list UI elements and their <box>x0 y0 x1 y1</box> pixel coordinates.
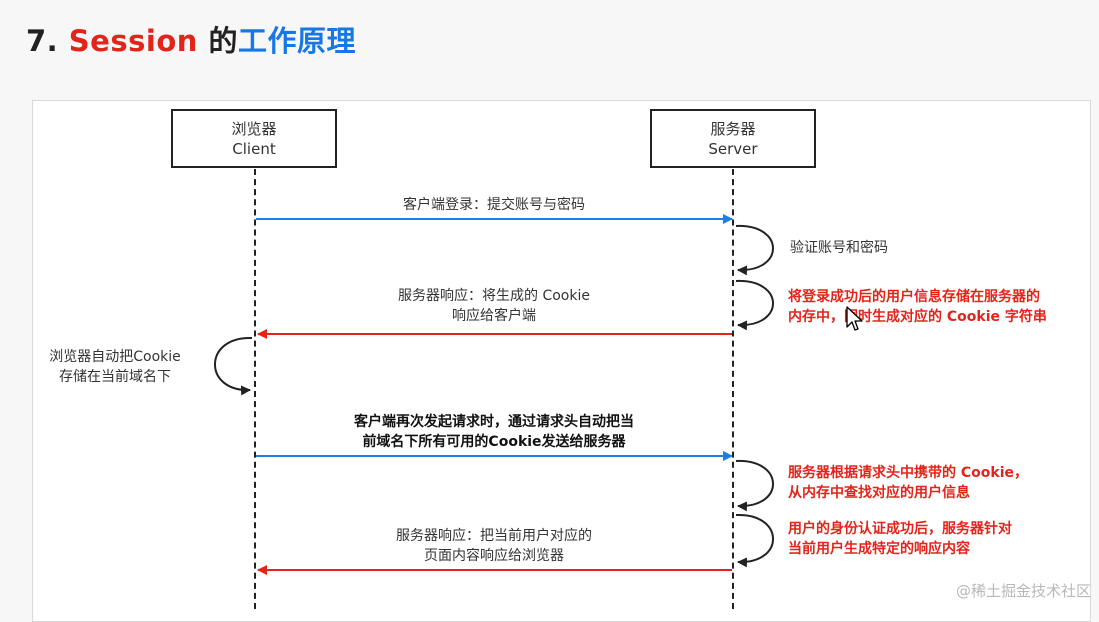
mouse-cursor-icon <box>846 306 863 331</box>
server-role: Server <box>708 140 758 158</box>
server-name: 服务器 <box>710 120 756 138</box>
response1-line2: 响应给客户端 <box>452 308 536 324</box>
arrows-layer <box>214 214 774 575</box>
browser-store-line1: 浏览器自动把Cookie <box>49 349 181 365</box>
client-name: 浏览器 <box>231 120 277 138</box>
generate-self-arrow <box>735 513 774 568</box>
store-session-line1: 将登录成功后的用户信息存储在服务器的 <box>788 289 1040 305</box>
browser-store-line2: 存储在当前域名下 <box>59 369 171 385</box>
verify-label: 验证账号和密码 <box>790 240 888 256</box>
server-box: 服务器 Server <box>650 109 816 168</box>
request2-label: 客户端再次发起请求时，通过请求头自动把当 前域名下所有可用的Cookie发送给服… <box>256 412 732 452</box>
title-prefix: 7. <box>26 24 69 58</box>
verify-self-arrow <box>735 224 774 276</box>
request2-line2: 前域名下所有可用的Cookie发送给服务器 <box>362 434 626 450</box>
browser-store-label: 浏览器自动把Cookie 存储在当前域名下 <box>30 347 200 387</box>
title-middle: 的 <box>197 24 238 58</box>
response1-line1: 服务器响应：将生成的 Cookie <box>398 288 590 304</box>
store-session-label: 将登录成功后的用户信息存储在服务器的 内存中，同时生成对应的 Cookie 字符… <box>788 287 1047 327</box>
lookup-self-arrow <box>735 459 774 512</box>
browser-store-self-arrow <box>214 336 253 396</box>
title-keyword: Session <box>68 24 198 58</box>
page-title: 7. Session 的工作原理 <box>26 18 356 60</box>
store-session-line2: 内存中，同时生成对应的 Cookie 字符串 <box>788 309 1047 325</box>
generate-line1: 用户的身份认证成功后，服务器针对 <box>788 521 1012 537</box>
response2-label: 服务器响应：把当前用户对应的 页面内容响应给浏览器 <box>256 526 732 566</box>
diagram-panel <box>32 100 1091 622</box>
generate-line2: 当前用户生成特定的响应内容 <box>788 541 970 557</box>
generate-label: 用户的身份认证成功后，服务器针对 当前用户生成特定的响应内容 <box>788 519 1012 559</box>
lookup-label: 服务器根据请求头中携带的 Cookie， 从内存中查找对应的用户信息 <box>788 463 1028 503</box>
client-box: 浏览器 Client <box>171 109 337 168</box>
title-suffix: 工作原理 <box>238 24 357 58</box>
lookup-line1: 服务器根据请求头中携带的 Cookie， <box>788 465 1028 481</box>
watermark: @稀土掘金技术社区 <box>955 582 1091 600</box>
login-label: 客户端登录：提交账号与密码 <box>403 197 585 213</box>
server-lifeline <box>732 169 734 609</box>
response2-line2: 页面内容响应给浏览器 <box>424 548 564 564</box>
client-role: Client <box>232 140 276 158</box>
client-lifeline <box>254 169 256 609</box>
store-self-arrow <box>735 279 774 331</box>
response2-line1: 服务器响应：把当前用户对应的 <box>396 528 592 544</box>
request2-line1: 客户端再次发起请求时，通过请求头自动把当 <box>354 414 634 430</box>
response1-label: 服务器响应：将生成的 Cookie 响应给客户端 <box>256 286 732 326</box>
lookup-line2: 从内存中查找对应的用户信息 <box>788 485 970 501</box>
